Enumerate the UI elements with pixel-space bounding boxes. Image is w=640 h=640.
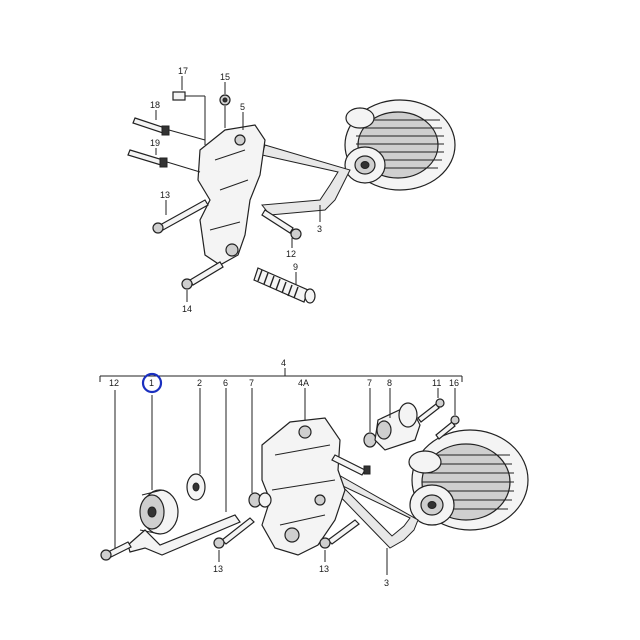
bushing-7-right <box>363 432 377 448</box>
top-bolt-14 <box>181 261 224 290</box>
top-mounting-bracket <box>197 124 266 266</box>
callout-3-bottom: 3 <box>384 578 389 588</box>
callout-3: 3 <box>317 224 322 234</box>
tensioner-8 <box>374 402 421 451</box>
cover-plate-2 <box>186 473 206 501</box>
callout-13-left: 13 <box>213 564 223 574</box>
callout-13: 13 <box>160 190 170 200</box>
callout-18: 18 <box>150 100 160 110</box>
top-bolt-13 <box>152 199 209 234</box>
callout-7-right: 7 <box>367 378 372 388</box>
bolt-11 <box>417 398 445 423</box>
mounting-bracket-4A <box>261 417 346 556</box>
callout-5: 5 <box>240 102 245 112</box>
callout-16: 16 <box>449 378 459 388</box>
callout-12: 12 <box>286 249 296 259</box>
bottom-assembly: 4 12 1 2 6 7 4A 7 8 11 16 13 13 3 <box>99 358 529 588</box>
top-bolt-12 <box>261 209 302 240</box>
tensioner-arm-6 <box>127 514 241 556</box>
callout-1[interactable]: 1 <box>149 378 154 388</box>
top-bolt-18 <box>132 117 206 141</box>
bolt-13-left <box>213 517 255 549</box>
callout-19: 19 <box>150 138 160 148</box>
top-bolt-17 <box>172 91 206 145</box>
kit-bracket-line <box>99 368 463 382</box>
top-assembly: 17 15 18 5 19 13 3 12 9 14 <box>127 66 456 314</box>
pulley-1 <box>139 489 179 535</box>
bolt-4A-stud <box>331 454 371 476</box>
callout-12: 12 <box>109 378 119 388</box>
callout-15: 15 <box>220 72 230 82</box>
callout-11: 11 <box>432 378 441 388</box>
callout-9: 9 <box>293 262 298 272</box>
bottom-alternator <box>408 429 529 531</box>
top-drive-belt <box>261 144 351 216</box>
top-alternator <box>344 99 456 191</box>
bolt-12-bottom <box>100 390 132 561</box>
bushing-7-left <box>248 492 272 508</box>
bolt-13-right <box>319 519 360 549</box>
callout-8: 8 <box>387 378 392 388</box>
callout-6: 6 <box>223 378 228 388</box>
top-bolt-19 <box>127 149 201 173</box>
top-nut-15 <box>219 94 231 128</box>
callout-4A: 4A <box>298 378 309 388</box>
top-tension-spring <box>253 267 316 304</box>
callout-7-left: 7 <box>249 378 254 388</box>
callout-13-right: 13 <box>319 564 329 574</box>
callout-2: 2 <box>197 378 202 388</box>
callout-4: 4 <box>281 358 286 368</box>
callout-14: 14 <box>182 304 192 314</box>
highlight-ring-callout-1 <box>141 372 163 394</box>
bolt-16 <box>435 415 460 440</box>
callout-17: 17 <box>178 66 188 76</box>
